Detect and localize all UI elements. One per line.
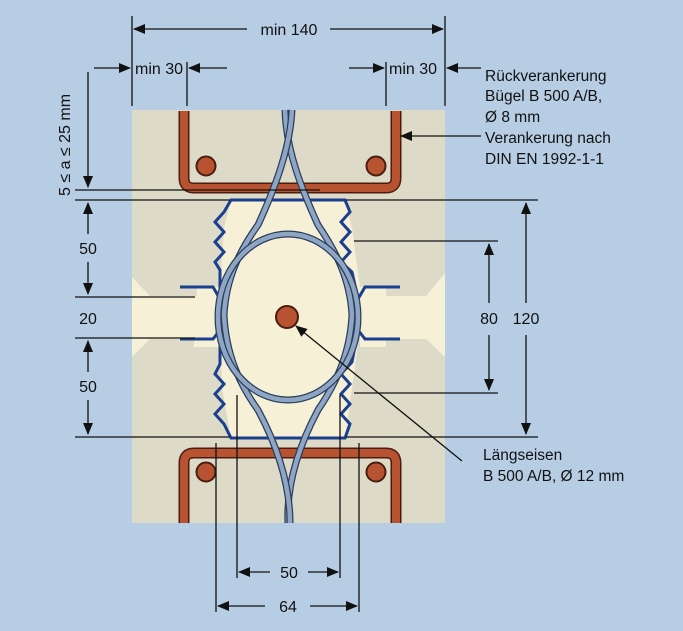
note-line: Verankerung nach: [485, 130, 611, 147]
dim-inner-width: 50: [280, 565, 298, 582]
dim-outer-loop: 120: [513, 311, 540, 328]
lower-left-bar: [195, 461, 217, 483]
back-anchor-note: Rückverankerung Bügel B 500 A/B, Ø 8 mm …: [485, 68, 611, 168]
dim-upper-height: 50: [79, 241, 97, 258]
note-line: Rückverankerung: [485, 68, 606, 85]
leader-lines: [295, 131, 481, 462]
upper-right-bar: [365, 155, 387, 177]
note-line: B 500 A/B, Ø 12 mm: [483, 468, 624, 485]
lower-stirrup: [178, 447, 402, 523]
dim-joint-gap: 20: [79, 311, 97, 328]
upper-left-bar: [195, 155, 217, 177]
dim-outer-width: 64: [279, 599, 297, 616]
dim-lower-height: 50: [79, 379, 97, 396]
dim-cover-range: 5 ≤ a ≤ 25 mm: [57, 94, 74, 196]
note-line: DIN EN 1992-1-1: [485, 151, 604, 168]
upper-stirrup: [178, 111, 402, 194]
note-line: Längseisen: [483, 447, 562, 464]
wire-rope-loops: [214, 109, 362, 524]
lower-right-bar: [365, 461, 387, 483]
dim-right-edge: min 30: [389, 61, 437, 78]
longitudinal-bar: [275, 305, 299, 329]
dim-inner-loop: 80: [480, 311, 498, 328]
dim-left-edge: min 30: [135, 61, 183, 78]
longitudinal-bar-note: Längseisen B 500 A/B, Ø 12 mm: [483, 447, 624, 485]
dim-total-width: min 140: [261, 22, 318, 39]
note-line: Ø 8 mm: [485, 109, 540, 126]
dimension-lines: [75, 16, 538, 612]
note-line: Bügel B 500 A/B,: [485, 88, 602, 105]
